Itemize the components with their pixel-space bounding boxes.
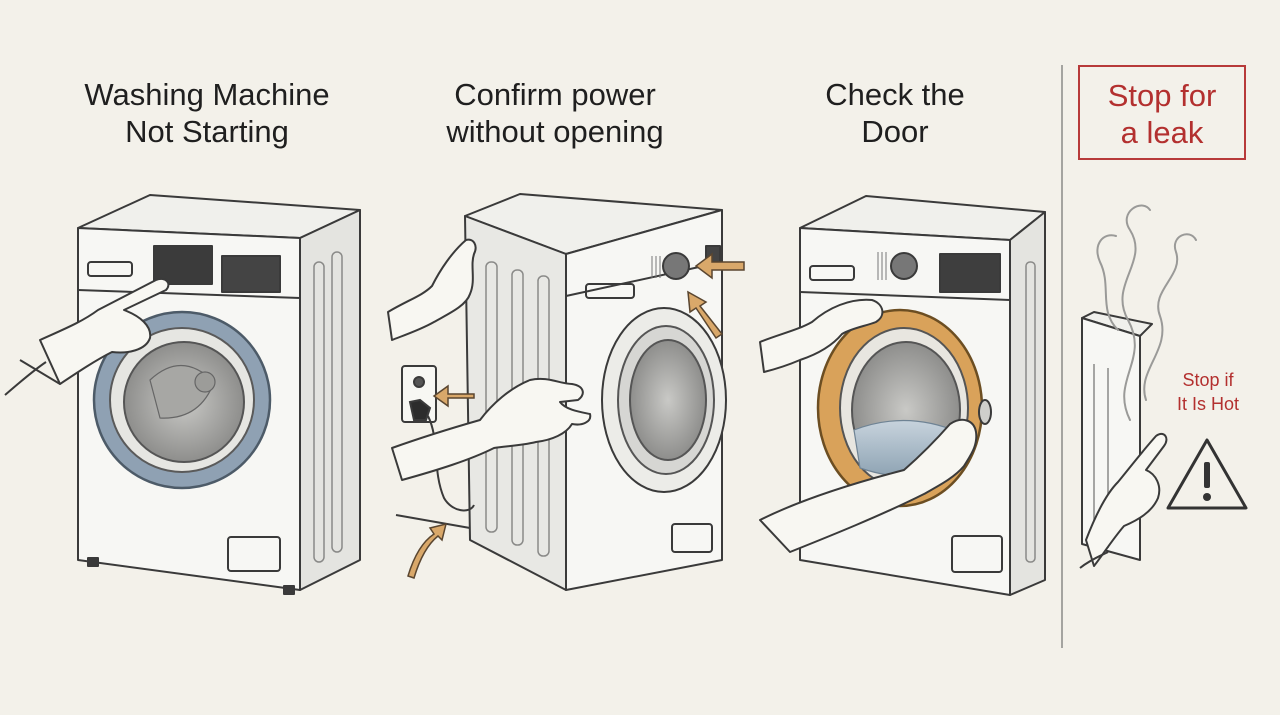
hot-note-line: Stop if — [1182, 370, 1234, 390]
control-display — [153, 245, 213, 285]
step-title-check-door: Check the Door — [760, 76, 1030, 150]
washer-panel-1 — [77, 194, 361, 595]
washer-door — [816, 308, 992, 508]
warning-title-line: Stop for — [1107, 78, 1217, 113]
detergent-drawer — [87, 261, 133, 277]
washer-door — [601, 307, 727, 493]
step-title-line: Not Starting — [125, 114, 289, 149]
hot-note-line: It Is Hot — [1176, 394, 1239, 414]
control-display — [939, 253, 1001, 293]
step-title-not-starting: Washing Machine Not Starting — [52, 76, 362, 150]
arrow-icon — [407, 252, 745, 579]
side-ribs — [313, 251, 343, 563]
control-knob — [662, 252, 690, 280]
step-title-line: Confirm power — [454, 77, 656, 112]
warning-title-line: a leak — [1120, 115, 1204, 150]
step-title-line: Door — [861, 114, 929, 149]
washer-door — [92, 310, 272, 490]
filter-cover — [227, 536, 281, 572]
washer-panel-3 — [799, 195, 1046, 596]
control-knob — [890, 252, 918, 280]
hot-warning-note: Stop if It Is Hot — [1160, 368, 1256, 416]
step-title-line: without opening — [446, 114, 664, 149]
pointing-hand-icon — [387, 238, 592, 481]
detergent-drawer — [585, 283, 635, 299]
step-title-confirm-power: Confirm power without opening — [405, 76, 705, 150]
control-panel — [221, 255, 281, 293]
pointing-hand-icon — [4, 278, 170, 396]
filter-cover — [671, 523, 713, 553]
filter-cover — [951, 535, 1003, 573]
steam-icon — [1096, 204, 1197, 421]
leak-warning-box: Stop for a leak — [1078, 65, 1246, 160]
pointing-hand-icon — [759, 298, 978, 553]
detergent-drawer — [809, 265, 855, 281]
warning-triangle-icon — [1166, 438, 1248, 510]
step-title-line: Washing Machine — [84, 77, 330, 112]
step-title-line: Check the — [825, 77, 965, 112]
pointing-hand-icon — [1079, 432, 1168, 569]
